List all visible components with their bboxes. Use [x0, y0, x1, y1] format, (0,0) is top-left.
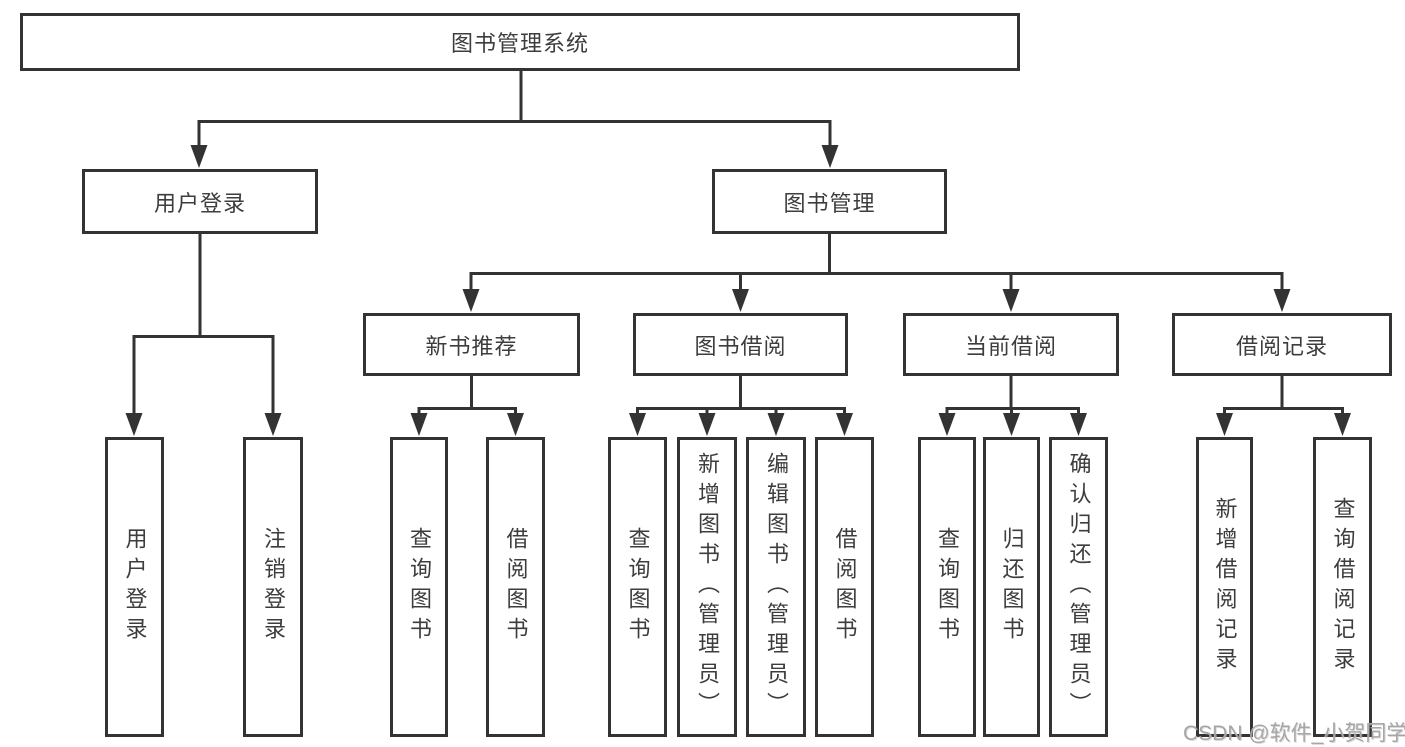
- leaf-borrow-books-recommend: 借阅图书: [486, 437, 545, 737]
- leaf-query-books-borrow: 查询图书: [608, 437, 667, 737]
- leaf-query-books-recommend: 查询图书: [390, 437, 448, 737]
- node-library-management-system: 图书管理系统: [20, 13, 1020, 71]
- leaf-return-books: 归还图书: [983, 437, 1040, 737]
- leaf-borrow-books-recommend-label: 借阅图书: [503, 527, 529, 647]
- arrowheads: [125, 145, 1351, 436]
- leaf-add-borrow-record-label: 新增借阅记录: [1212, 497, 1238, 677]
- leaf-confirm-return-admin: 确认归还（管理员）: [1049, 437, 1108, 737]
- leaf-query-borrow-record-label: 查询借阅记录: [1330, 497, 1356, 677]
- node-book-management: 图书管理: [712, 169, 947, 234]
- leaf-return-books-label: 归还图书: [999, 527, 1025, 647]
- node-book-borrowing: 图书借阅: [633, 313, 848, 376]
- leaf-edit-books-admin-label: 编辑图书（管理员）: [764, 452, 789, 722]
- leaf-add-books-admin-label: 新增图书（管理员）: [695, 452, 720, 722]
- leaf-borrow-books: 借阅图书: [815, 437, 874, 737]
- node-user-login: 用户登录: [82, 169, 318, 234]
- node-new-book-recommendation: 新书推荐: [363, 313, 580, 376]
- node-current-borrowing: 当前借阅: [903, 313, 1119, 376]
- csdn-watermark: CSDN @软件_小贺同学: [1183, 722, 1405, 745]
- leaf-query-books-recommend-label: 查询图书: [407, 527, 432, 647]
- leaf-confirm-return-admin-label: 确认归还（管理员）: [1066, 452, 1092, 722]
- leaf-user-login-label: 用户登录: [122, 527, 148, 647]
- connector-segments: [132, 71, 1344, 415]
- leaf-query-borrow-record: 查询借阅记录: [1313, 437, 1372, 737]
- leaf-borrow-books-label: 借阅图书: [832, 527, 858, 647]
- leaf-query-books-current: 查询图书: [918, 437, 976, 737]
- leaf-add-borrow-record: 新增借阅记录: [1196, 437, 1253, 737]
- node-borrowing-records: 借阅记录: [1172, 313, 1392, 376]
- leaf-query-books-current-label: 查询图书: [935, 527, 960, 647]
- leaf-user-login: 用户登录: [105, 437, 164, 737]
- leaf-query-books-borrow-label: 查询图书: [625, 527, 651, 647]
- leaf-logout-label: 注销登录: [261, 527, 286, 647]
- leaf-add-books-admin: 新增图书（管理员）: [677, 437, 737, 737]
- leaf-edit-books-admin: 编辑图书（管理员）: [746, 437, 806, 737]
- leaf-logout: 注销登录: [243, 437, 303, 737]
